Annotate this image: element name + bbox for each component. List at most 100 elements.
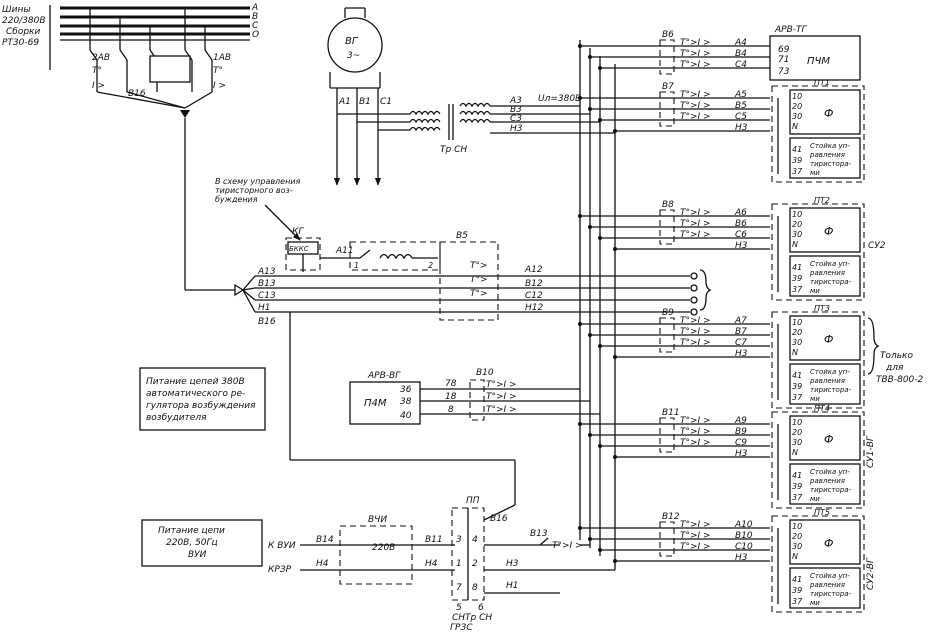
row-node-4-3 (613, 455, 617, 459)
row-wirelabel-3-2: С7 (735, 338, 747, 348)
row-wirelabel-0-0: А4 (734, 38, 747, 48)
panel-text-1-3: ми (810, 169, 820, 177)
panel-label-5: ПТ5 (814, 508, 830, 517)
label-b5: В5 (456, 231, 468, 241)
panel-text-2-1: равления (809, 269, 845, 277)
bus-title-line4: РТ30-69 (2, 38, 39, 48)
breakers-2ab-1ab: 2АВ Т° I > 1АВ Т° I > В16 (89, 8, 231, 118)
panel-text-1-2: тиристора- (810, 160, 852, 168)
row-relay-1-2: Т°>I > (680, 112, 711, 122)
panel-term-1-1: 20 (792, 102, 802, 111)
arv-vg-wire-8: 8 (448, 405, 454, 415)
breaker-label-5: В12 (662, 512, 680, 522)
row-relay-3-2: Т°>I > (680, 338, 711, 348)
panel-bterm-1-0: 41 (792, 145, 802, 154)
panel-bterm-3-2: 37 (792, 393, 803, 402)
phase-c3: С3 (510, 114, 522, 124)
panel-frame-4 (771, 411, 865, 509)
panel-bterm-5-2: 37 (792, 597, 803, 606)
bus-title-line1: Шины (2, 5, 30, 15)
panel-text-4-2: тиристора- (810, 486, 852, 494)
label-b10: В10 (476, 368, 494, 378)
label-b11: В11 (425, 535, 443, 545)
row-wirelabel-1-2: С5 (735, 112, 747, 122)
b5-t2: Т°> (470, 275, 488, 285)
row-wirelabel-3-3: Н3 (735, 349, 748, 359)
label-c12: С12 (525, 291, 543, 301)
label-2ab: 2АВ (92, 53, 110, 63)
pp-term-2: 2 (472, 559, 478, 569)
row-wirelabel-2-0: А6 (734, 208, 747, 218)
panel-text-2-3: ми (810, 287, 820, 295)
bus-label-b: В (252, 12, 258, 22)
panel-phi-2: Ф (824, 225, 833, 238)
note-line1: В схему управления (215, 177, 301, 186)
panel-term-1-3: N (792, 122, 798, 131)
panel-label-2: ПТ2 (814, 196, 830, 205)
panel-text-4-3: ми (810, 495, 820, 503)
panel-bterm-1-1: 39 (792, 156, 802, 165)
b10-r3: Т°>I > (486, 405, 517, 415)
label-h3-pp: Н3 (506, 559, 519, 569)
phase-c1: С1 (380, 97, 392, 107)
row-wirelabel-2-3: Н3 (735, 241, 748, 251)
coil-term-2: 2 (428, 261, 433, 270)
panel-term-2-2: 30 (792, 230, 802, 239)
row-node-1-3 (613, 129, 617, 133)
panel-term-1-2: 30 (792, 112, 802, 121)
arv-tg: АРВ-ТГ 69 71 73 ПЧМ (769, 25, 861, 81)
pp-term-3: 3 (456, 535, 462, 545)
row-node-0-0 (578, 44, 582, 48)
row-node-3-3 (613, 355, 617, 359)
row-relay-4-0: Т°>I > (680, 416, 711, 426)
kg-b5-section: В схему управления тиристорного воз- буж… (215, 177, 712, 505)
row-relay-5-2: Т°>I > (680, 542, 711, 552)
row-wirelabel-5-0: А10 (734, 520, 753, 530)
label-t-1ab: Т° (213, 66, 223, 76)
breaker-label-0: В6 (662, 30, 674, 40)
busbars: А В С О Шины 220/380В Сборки РТ30-69 (2, 3, 259, 70)
panel-term-2-1: 20 (792, 220, 802, 229)
label-k-vui: К ВУИ (268, 541, 296, 551)
row-relay-5-0: Т°>I > (680, 520, 711, 530)
right-annotations: СУ2 Только для ТВВ-800-2 СУ1-ВГ СУ2-ВГ (866, 241, 924, 590)
panel-frame-1 (771, 85, 865, 183)
row-wirelabel-1-3: Н3 (735, 123, 748, 133)
bus-title-line3: Сборки (6, 27, 40, 37)
row-node-1-0 (578, 96, 582, 100)
panel-term-5-3: N (792, 552, 798, 561)
arv-vg-wire-18: 18 (445, 392, 457, 402)
label-h12: Н12 (525, 303, 543, 313)
generator: ВГ 3~ А1 В1 С1 (327, 7, 410, 186)
pp-title: ПП (466, 496, 480, 506)
bus-label-o: О (252, 30, 259, 40)
label-b12: В12 (525, 279, 543, 289)
row-wirelabel-5-1: В10 (735, 531, 753, 541)
row-wirelabel-4-0: А9 (734, 416, 747, 426)
row-wirelabel-2-2: С6 (735, 230, 747, 240)
panel-lower-4 (789, 463, 861, 505)
panel-phi-5: Ф (824, 537, 833, 550)
arv-tg-term-73: 73 (778, 67, 790, 77)
generator-label: ВГ (345, 36, 359, 47)
row-node-3-0 (578, 322, 582, 326)
panel-text-5-2: тиристора- (810, 590, 852, 598)
label-h1-pp: Н1 (506, 581, 519, 591)
row-relay-2-1: Т°>I > (680, 219, 711, 229)
row-wirelabel-4-3: Н3 (735, 449, 748, 459)
row-node-2-1 (588, 225, 592, 229)
panel-bterm-1-2: 37 (792, 167, 803, 176)
panel-frame-5 (771, 515, 865, 613)
panel-label-4: ПТ4 (814, 404, 830, 413)
panel-bterm-4-1: 39 (792, 482, 802, 491)
panel-term-2-3: N (792, 240, 798, 249)
row-relay-4-2: Т°>I > (680, 438, 711, 448)
panel-term-2-0: 10 (792, 210, 802, 219)
row-wirelabel-1-1: В5 (735, 101, 747, 111)
panel-text-2-0: Стойка уп- (810, 260, 850, 268)
panel-term-4-3: N (792, 448, 798, 457)
row-relay-0-1: Т°>I > (680, 49, 711, 59)
label-b13: В13 (258, 279, 276, 289)
label-h1: Н1 (258, 303, 271, 313)
